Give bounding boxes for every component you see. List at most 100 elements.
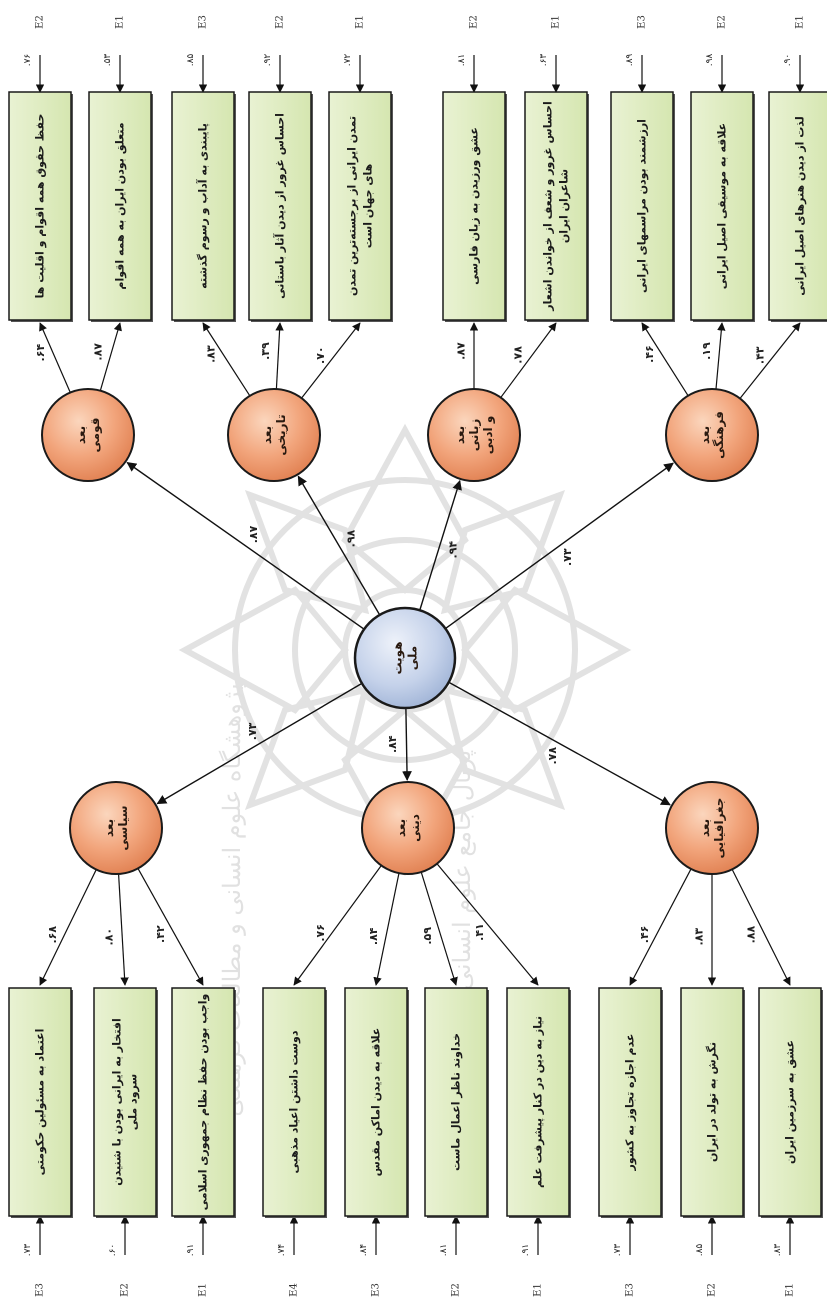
- indicator-text: افتخار به ایرانی بودن با شنیدن: [111, 1018, 124, 1185]
- indicator-box: [506, 987, 570, 1217]
- indicator-historical-2: پایبندی به آداب و رسوم گذشته: [171, 91, 236, 322]
- loading-arrow: [293, 865, 382, 986]
- loading-arrow: [500, 322, 557, 398]
- error-term-label: E2: [707, 1283, 718, 1297]
- indicator-box: [328, 91, 392, 321]
- indicator-loading: .۱۹: [700, 342, 713, 360]
- indicator-loading: .۶۸: [46, 926, 59, 944]
- error-variance: .۸۵: [186, 54, 196, 67]
- indicator-box: [598, 987, 662, 1217]
- factor-label-language: و ادبی: [481, 416, 496, 455]
- indicator-text: متعلق بودن ایران به همه اقوام: [114, 122, 127, 289]
- indicator-text: علاقه به دیدن اماکن مقدس: [370, 1028, 383, 1177]
- latent-node-political: [69, 781, 163, 875]
- latent-node-ethnic: [41, 388, 135, 482]
- factor-label-language: بعد: [453, 426, 467, 444]
- loading-arrow: [39, 322, 71, 393]
- indicator-loading: .۸۰: [103, 928, 116, 946]
- indicator-religious-2: خداوند ناظر اعمال ماست: [424, 987, 489, 1218]
- indicator-text: اعتماد به مسئولین حکومتی: [34, 1029, 47, 1176]
- error-variance: .۷۶: [23, 54, 33, 67]
- indicator-text: عدم اجازه تجاوز به کشور: [624, 1034, 637, 1172]
- indicator-text: نیاز به دین در کنار پیشرفت علم: [532, 1016, 545, 1188]
- error-variance: .۷۳: [613, 1244, 623, 1257]
- edges-layer: .۷۳.۴۳.۹۰E1.۱۹.۹۸E2.۴۶.۸۹E3.۹۴.۷۸.۶۳E1.۸…: [23, 15, 806, 1297]
- indicator-geographic-1: نگرش به تولد در ایران: [680, 987, 745, 1218]
- error-term-label: E2: [451, 1283, 462, 1297]
- error-variance: .۷۲: [343, 54, 353, 67]
- indicator-political-2: واجب بودن حفظ نظام جمهوری اسلامی: [171, 987, 236, 1218]
- path-arrow-geographic: [448, 681, 671, 806]
- error-variance: .۸۵: [695, 1244, 705, 1257]
- loading-arrow: [436, 863, 539, 986]
- indicator-loading: .۸۷: [92, 343, 105, 361]
- indicator-religious-1: علاقه به دیدن اماکن مقدس: [344, 987, 409, 1218]
- path-arrow-cultural: [445, 462, 674, 630]
- loading-arrow: [420, 871, 458, 986]
- indicator-loading: .۸۴: [367, 927, 380, 945]
- indicator-text: علاقه به موسیقی اصیل ایرانی: [716, 123, 729, 289]
- indicator-text: احساس غرور از دیدن آثار باستانی: [273, 113, 287, 299]
- factor-label-geographic: جغرافیایی: [712, 798, 726, 859]
- error-variance: .۹۱: [521, 1244, 531, 1257]
- indicator-loading: .۴۲: [154, 925, 167, 943]
- error-term-label: E3: [625, 1283, 636, 1297]
- indicator-box: [524, 91, 588, 321]
- indicator-box: [442, 91, 506, 321]
- indicator-text: نگرش به تولد در ایران: [706, 1042, 719, 1162]
- path-loading-political: .۷۳: [246, 722, 259, 740]
- indicator-text: ارزشمند بودن مراسمهای ایرانی: [636, 119, 649, 293]
- error-term-label: E2: [469, 15, 480, 29]
- loading-arrow: [373, 872, 400, 986]
- indicator-loading: .۸۸: [744, 926, 757, 944]
- error-term-label: E1: [533, 1283, 544, 1297]
- loading-arrow: [629, 868, 692, 986]
- indicator-historical-1: احساس غرور از دیدن آثار باستانی: [248, 91, 313, 322]
- error-variance: .۵۳: [103, 54, 113, 67]
- error-term-label: E3: [198, 15, 209, 29]
- indicator-religious-0: دوست داشتن اعیاد مذهبی: [262, 987, 327, 1218]
- indicator-box: [8, 91, 72, 321]
- indicator-cultural-1: علاقه به موسیقی اصیل ایرانی: [690, 91, 755, 322]
- indicator-loading: .۸۷: [455, 342, 468, 360]
- indicator-text: احساس غرور و شعف از خواندن اشعار: [542, 101, 555, 312]
- error-variance: .۷۳: [23, 1244, 33, 1257]
- indicator-box: [768, 91, 827, 321]
- error-variance: .۹۸: [705, 54, 715, 67]
- factor-label-ethnic: قومی: [88, 418, 103, 453]
- path-loading-language: .۹۴: [447, 541, 460, 559]
- loading-arrow: [641, 322, 689, 397]
- indicator-box: [171, 987, 235, 1217]
- indicator-loading: .۷۶: [314, 924, 327, 942]
- factor-label-geographic: بعد: [698, 819, 712, 837]
- indicator-box: [88, 91, 152, 321]
- factor-label-cultural: فرهنگی: [712, 411, 726, 459]
- indicator-religious-3: نیاز به دین در کنار پیشرفت علم: [506, 987, 571, 1218]
- indicator-text: خداوند ناظر اعمال ماست: [450, 1033, 463, 1171]
- path-arrow-historical: [297, 475, 381, 616]
- loading-arrow: [301, 322, 361, 399]
- error-term-label: E2: [717, 15, 728, 29]
- indicator-loading: .۷۸: [512, 346, 525, 364]
- indicator-text: لذت از دیدن هنرهای اصیل ایرانی: [794, 116, 807, 296]
- latent-node-cultural: [665, 388, 759, 482]
- factor-label-religious: بعد: [394, 819, 408, 837]
- error-variance: .۸۳: [773, 1244, 783, 1257]
- indicator-text: حفظ حقوق همه اقوام و اقلیت ها: [34, 114, 47, 299]
- latent-node-geographic: [665, 781, 759, 875]
- indicator-loading: .۵۹: [421, 927, 434, 945]
- loading-arrow: [731, 869, 791, 986]
- factor-label-political: بعد: [102, 819, 116, 837]
- indicator-political-0: اعتماد به مسئولین حکومتی: [8, 987, 73, 1218]
- error-term-label: E3: [637, 15, 648, 29]
- factor-label-religious: دینی: [408, 814, 422, 842]
- error-variance: .۸۹: [625, 54, 635, 67]
- indicator-box: [344, 987, 408, 1217]
- error-term-label: E1: [355, 15, 366, 29]
